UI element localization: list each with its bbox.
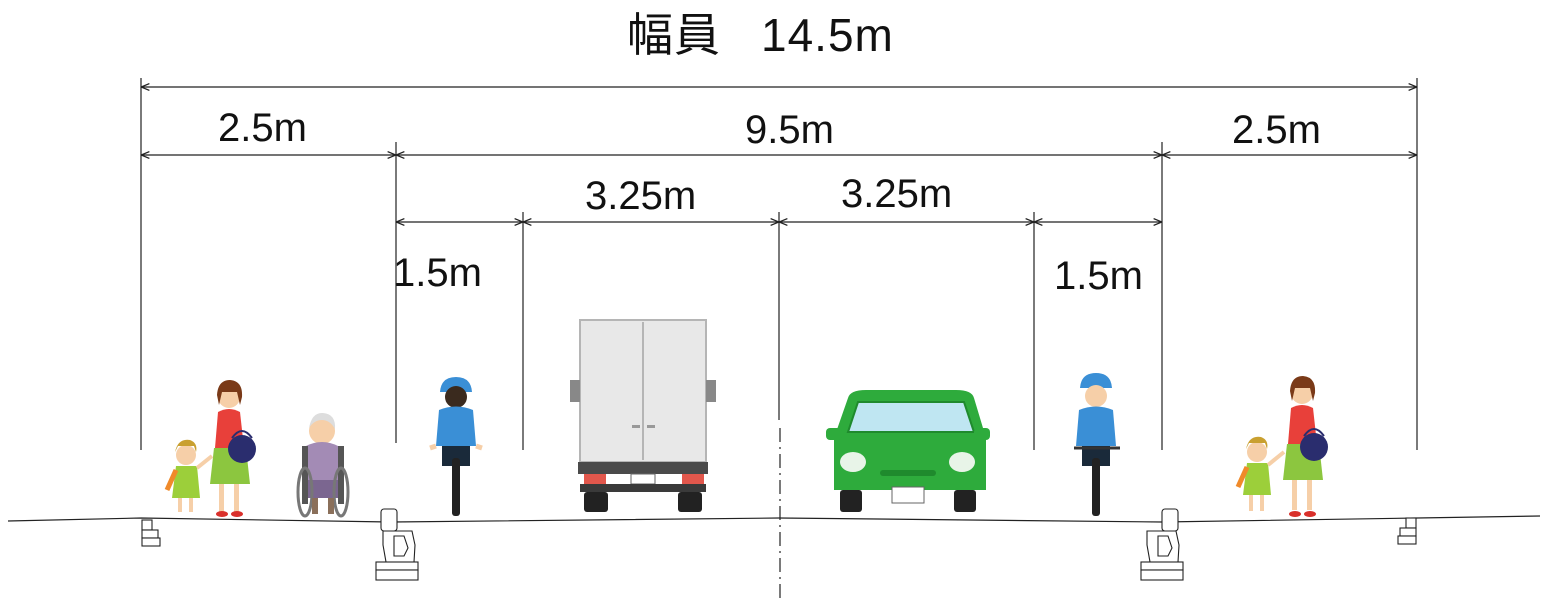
dim-lane-right: 3.25m bbox=[841, 172, 953, 216]
curb-right-outer bbox=[1397, 517, 1417, 545]
road-surface bbox=[7, 428, 1541, 603]
mother-and-child-left-figure bbox=[164, 380, 256, 517]
mother-and-child-right-figure bbox=[1235, 376, 1328, 517]
width-title-label: 幅員 bbox=[627, 9, 721, 61]
dim-roadway: 9.5m bbox=[745, 108, 834, 152]
car-figure bbox=[826, 390, 990, 512]
cyclist-right-figure bbox=[1074, 373, 1120, 516]
dim-bike-lane-right: 1.5m bbox=[1054, 254, 1143, 298]
curb-left-inner bbox=[375, 508, 419, 581]
curb-right-inner bbox=[1140, 508, 1184, 581]
wheelchair-user-figure bbox=[296, 412, 350, 518]
curb-left-outer bbox=[141, 519, 161, 547]
dimension-lines bbox=[140, 78, 1418, 450]
dim-sidewalk-right: 2.5m bbox=[1232, 108, 1321, 152]
width-title: 幅員 14.5m bbox=[627, 12, 894, 58]
dim-bike-lane-left: 1.5m bbox=[393, 251, 482, 295]
width-title-value: 14.5m bbox=[761, 9, 894, 61]
cyclist-left-figure bbox=[429, 377, 483, 516]
truck-figure bbox=[570, 319, 716, 512]
dim-lane-left: 3.25m bbox=[585, 174, 697, 218]
dim-sidewalk-left: 2.5m bbox=[218, 106, 307, 150]
